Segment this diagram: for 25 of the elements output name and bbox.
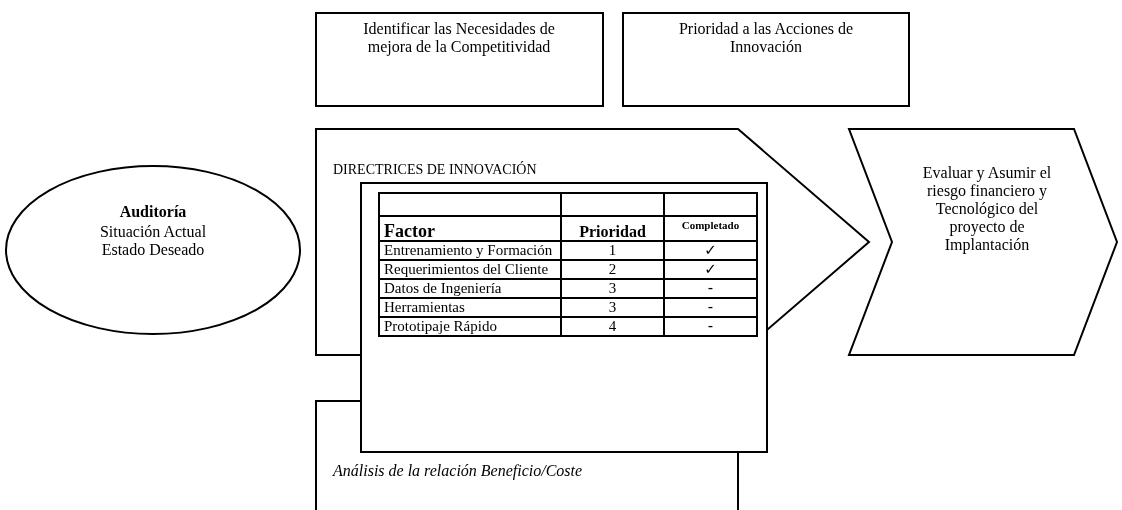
table-cell: Entrenamiento y Formación [379,241,562,260]
column-header: Factor [379,216,562,241]
table-cell: ✓ [663,241,757,260]
table-cell: 1 [561,241,664,260]
table-cell: 3 [561,279,664,298]
box-text: Evaluar y Asumir el riesgo financiero y Tecnológico del proyecto de Implantación [921,164,1053,254]
table-cell: ✓ [663,260,757,279]
table-cell: 3 [561,298,664,317]
body-text: Análisis de la relación Beneficio/Coste [333,462,584,480]
table-cell: 4 [561,317,664,336]
column-header: Completado [663,216,757,241]
table-cell: - [663,279,757,298]
table-cell: Requerimientos del Cliente [379,260,562,279]
table-cell: Herramientas [379,298,562,317]
table-cell: 2 [561,260,664,279]
body-text: Situación Actual Estado Deseado [98,223,208,259]
table-cell: Prototipaje Rápido [379,317,562,336]
box-text: Prioridad a las Acciones de Innovación [677,20,855,56]
table-cell: - [663,298,757,317]
table-cell: - [663,317,757,336]
heading-text: DIRECTRICES DE INNOVACIÓN [333,162,538,178]
column-header: Prioridad [561,216,664,241]
box-text: Identificar las Necesidades de mejora de la Competitividad [362,20,556,56]
heading-text: Auditoría [118,203,188,221]
table-cell: Datos de Ingeniería [379,279,562,298]
